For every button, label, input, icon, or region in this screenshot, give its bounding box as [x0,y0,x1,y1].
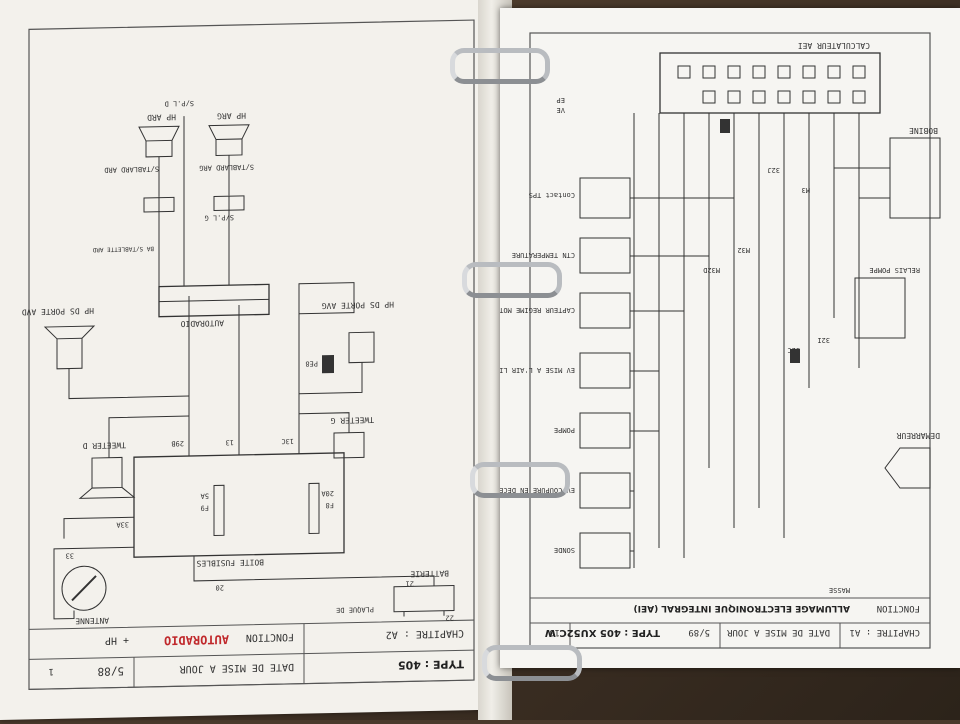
binder-ring-3 [470,462,570,498]
wire-33: 33 [66,551,74,559]
right-function-label: FONCTION [877,603,920,613]
demarreur-label: DEMARREUR [896,431,940,440]
right-date-value: 5/89 [688,627,710,637]
right-page-number: 10 [549,627,560,637]
battery-label: BATTERIE [410,569,449,579]
wire-13: 13 [226,438,234,446]
ve-label: VE [557,106,565,114]
left-date-value: 5/88 [98,664,124,678]
s-plg-label: S/P.L G [204,213,234,222]
left-function-label: FONCTION [246,631,294,643]
f9-label: F9 [201,504,209,512]
m3-label: M3 [802,186,810,194]
f9-amp: 5A [200,492,209,500]
ep-label: EP [557,96,565,104]
fuse-box-label: BOITE FUSIBLES [196,557,264,567]
left-function-suffix: + HP [105,634,129,646]
tweeter-g-label: TWEETER G [330,415,374,425]
left-wiring-diagram: TYPE : 405 DATE DE MISE A JOUR 5/88 1 CH… [22,19,475,691]
right-manual-page: CHAPITRE : A1 DATE DE MISE A JOUR 5/89 1… [461,8,960,668]
wire-22: 22 [446,613,454,621]
left-type-label: TYPE : 405 [398,657,464,671]
wire-21: 21 [406,579,414,587]
wire-13c: 13C [281,437,294,445]
ba-stablette-label: BA S/TABLETTE ARD [92,245,154,253]
sonde-label: SONDE [554,546,575,554]
m32d-label: M32D [703,266,720,274]
hp-porte-avd-label: HP DS PORTE AVD [22,306,94,317]
wire-32j: 32J [767,166,780,174]
ev-air-label: EV MISE A L'AIR LIBRE CARBU [500,366,575,374]
pompe-label: POMPE [554,426,575,434]
binder-ring-4 [482,645,582,681]
right-chapter: CHAPITRE : A1 [850,627,920,637]
hp-ard-label: HP ARD [147,112,176,122]
s-tablarg-label: S/TABLARD ARG [199,163,254,172]
tweeter-d-label: TWEETER D [82,440,126,450]
relais-pompe-label: RELAIS POMPE [869,266,920,274]
left-date-label: DATE DE MISE A JOUR [179,661,294,674]
left-chapter: CHAPITRE : A2 [386,627,464,640]
f8-amp: 20A [321,489,334,497]
contact-tps-label: Contact TPS [529,191,575,199]
left-manual-page: TYPE : 405 DATE DE MISE A JOUR 5/88 1 CH… [0,0,495,721]
capteur-regime-label: CAPTEUR REGIME MOTEUR [500,306,575,314]
bobine-label: BOBINE [909,126,938,135]
plaque-label: PLAQUE DE [336,605,374,614]
wire-29b: 29B [171,439,184,447]
right-type-label: TYPE : 405 XU52C W [545,627,660,638]
binder-ring-1 [450,48,550,84]
wire-32i: 32I [817,336,830,344]
right-function-name: ALLUMAGE ELECTRONIQUE INTEGRAL (AEI) [634,603,851,613]
m32-label: M32 [737,246,750,254]
binder-ring-2 [462,262,562,298]
calculateur-pins [677,65,866,104]
wire-33a: 33A [116,520,129,528]
ctn-label: CTN TEMPERATURE [512,251,575,259]
right-wiring-diagram: CHAPITRE : A1 DATE DE MISE A JOUR 5/89 1… [461,32,941,649]
right-date-label: DATE DE MISE A JOUR [726,627,830,637]
calculateur-label: CALCULATEUR AEI [798,41,870,50]
ev-coupure-label: EV COUPURE EN DECELERATION [500,486,575,494]
f8-label: F8 [326,501,334,509]
pe8-label: PE8 [305,359,318,367]
autoradio-label: AUTORADIO [180,318,224,328]
left-function-name: AUTORADIO [164,632,229,647]
hp-porte-avg-label: HP DS PORTE AVG [322,300,394,311]
left-page-number: 1 [49,666,54,676]
antenna-label: ANTENNE [75,616,109,626]
hp-arg-label: HP ARG [217,111,246,121]
wire-20: 20 [216,583,224,591]
s-pld-label: S/P.L D [164,99,194,108]
s-tablard-label: S/TABLARD ARD [104,165,159,174]
masse-label: MASSE [829,586,850,594]
